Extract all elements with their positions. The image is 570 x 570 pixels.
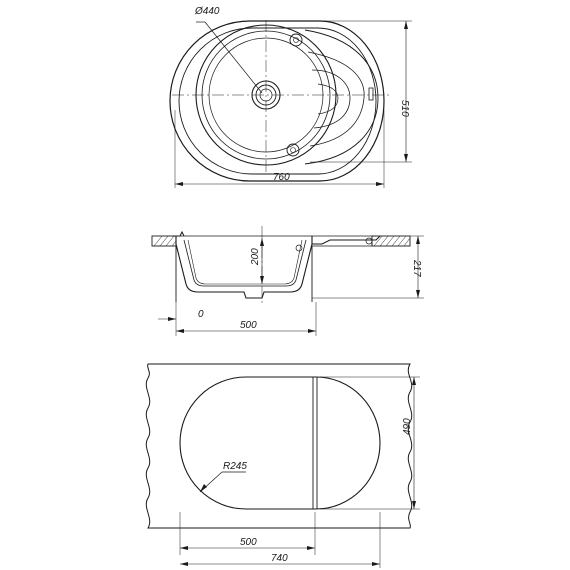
width-arrow-right <box>376 182 384 186</box>
depth-arrow-bottom <box>260 276 264 284</box>
tap-hole-top-inner <box>293 37 299 43</box>
countertop-left-hatch <box>153 235 177 247</box>
drainboard-groove-outer <box>304 29 379 165</box>
bowl-width-label: 500 <box>240 320 257 331</box>
cutout-bowl-width-arrow-right <box>307 546 315 550</box>
diameter-leader <box>204 21 263 94</box>
drainboard-groove-inner <box>307 51 365 147</box>
overflow-section <box>365 237 373 245</box>
section-height-arrow-top <box>416 236 420 244</box>
tap-hole-section <box>295 244 303 252</box>
section-height-arrow-bottom <box>416 290 420 298</box>
tap-hole-top <box>289 33 303 47</box>
cutout-bowl-width-label: 500 <box>240 537 257 548</box>
bowl-width-arrow-right <box>308 329 316 333</box>
cutout-view: R245 490 500 740 <box>145 363 420 568</box>
radius-arrow <box>200 484 207 492</box>
section-view: 200 217 0 500 <box>151 226 424 336</box>
zero-arrow <box>168 317 176 321</box>
tap-hole-bottom-inner <box>290 147 296 153</box>
radius-label: R245 <box>223 461 247 472</box>
cutout-bowl-width-arrow-left <box>180 546 188 550</box>
height-arrow-top <box>404 21 408 29</box>
cutout-outline <box>179 376 381 510</box>
drainboard-ribs <box>311 69 351 129</box>
top-view: Ø440 760 510 <box>169 6 412 188</box>
cutout-height-arrow-top <box>412 377 416 385</box>
depth-arrow-top <box>260 238 264 246</box>
cutout-total-width-arrow-left <box>180 562 188 566</box>
height-label: 510 <box>399 100 410 117</box>
cutout-total-width-arrow-right <box>372 562 380 566</box>
cutout-height-arrow-bottom <box>412 501 416 509</box>
sink-inner-outline <box>178 27 377 175</box>
cutout-height-label: 490 <box>402 418 413 435</box>
depth-label: 200 <box>250 248 261 266</box>
overflow-slot <box>368 87 374 101</box>
drainboard-surface <box>311 235 381 245</box>
tap-hole-bottom <box>286 143 300 157</box>
bowl-width-arrow-left <box>176 329 184 333</box>
bowl-outer-wall <box>175 236 313 299</box>
bowl-inner-wall <box>183 239 307 287</box>
section-height-label: 217 <box>411 259 422 277</box>
drainboard-rib-center <box>317 83 339 115</box>
cutout-total-width-label: 740 <box>271 553 288 564</box>
bowl-inner-wall-2 <box>187 239 303 285</box>
countertop-right-hatch <box>373 235 411 247</box>
sink-rim-left <box>172 230 185 237</box>
drainboard-underside <box>312 241 373 247</box>
width-label: 760 <box>273 172 290 183</box>
sink-outer-outline <box>169 20 385 182</box>
diameter-label: Ø440 <box>194 6 220 17</box>
width-arrow-left <box>175 182 183 186</box>
countertop-outline <box>145 363 413 529</box>
zero-label: 0 <box>198 309 204 320</box>
height-arrow-bottom <box>404 154 408 162</box>
